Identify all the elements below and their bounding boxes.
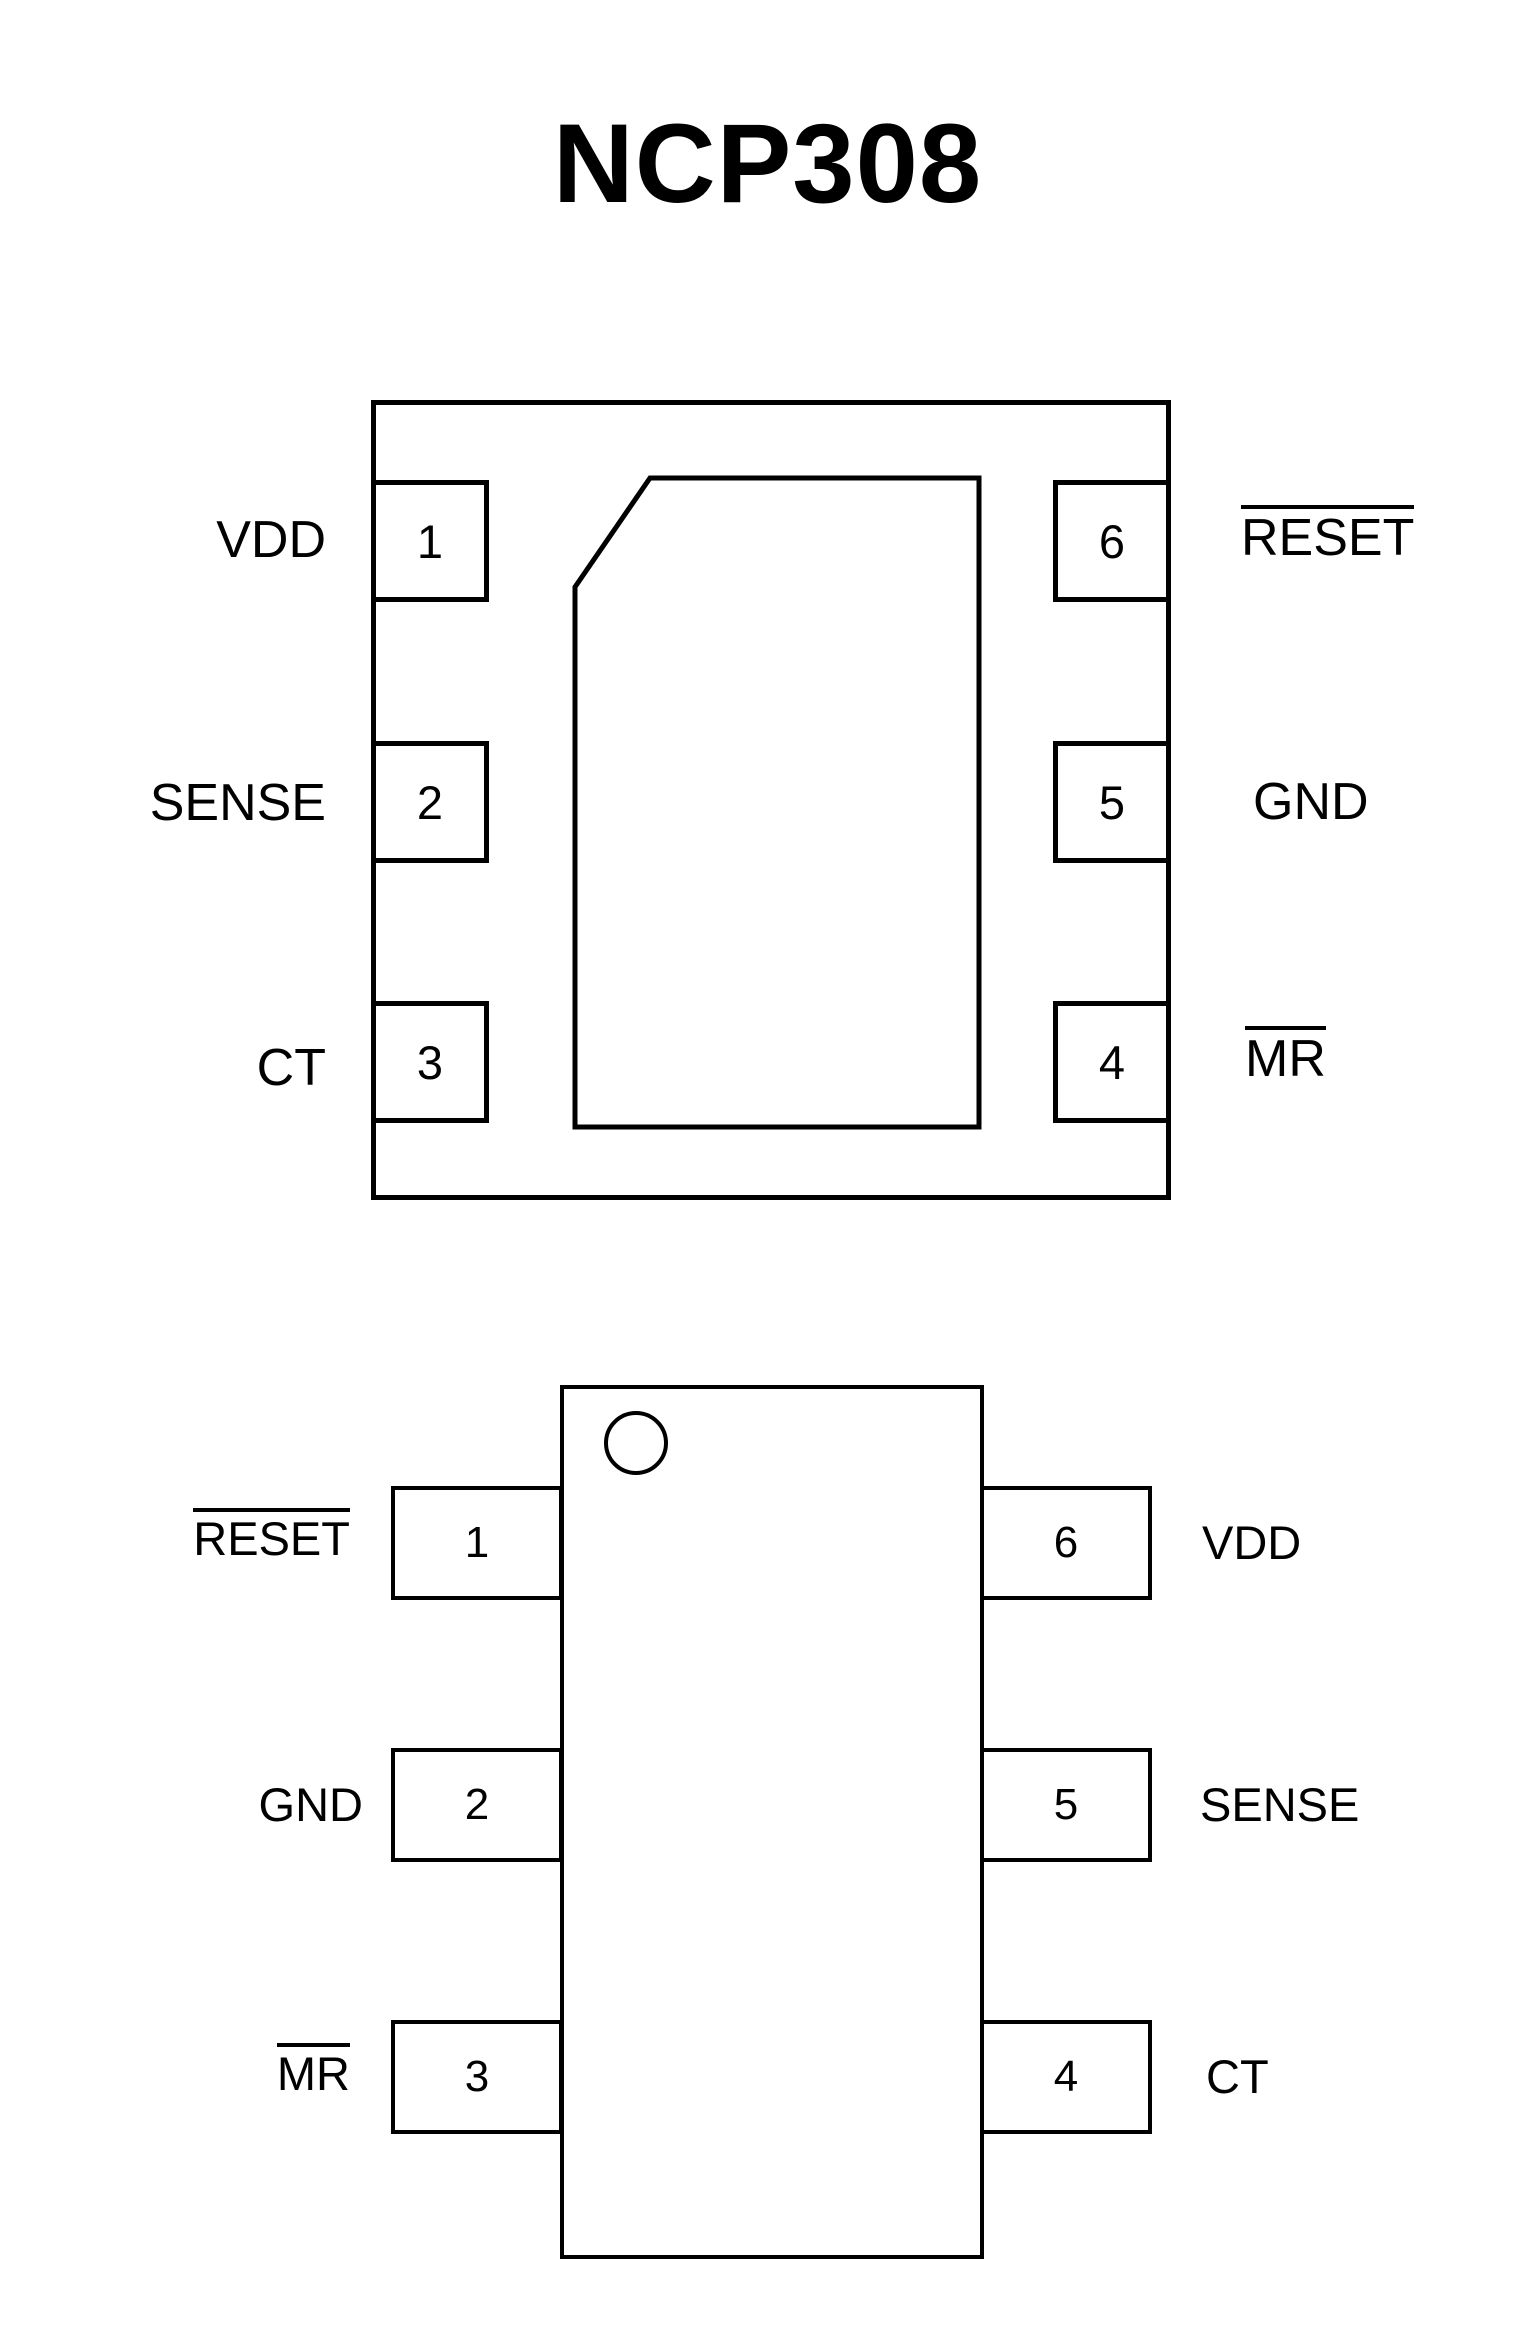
dfn-label-reset: RESET xyxy=(1241,505,1415,566)
dfn-label-vdd: VDD xyxy=(216,511,326,569)
sot-pin-5-number: 5 xyxy=(1053,1780,1079,1829)
sot-pin1-indicator-circle xyxy=(604,1411,668,1475)
dfn-pin-6-box: 6 xyxy=(1053,480,1171,602)
dfn-pin-6-number: 6 xyxy=(1098,514,1126,568)
sot-pin-1-number: 1 xyxy=(464,1518,490,1567)
dfn-pin-3-number: 3 xyxy=(416,1035,444,1089)
dfn-label-gnd: GND xyxy=(1253,773,1369,831)
sot-label-reset-text: RESET xyxy=(193,1508,350,1563)
dfn-pin-4-number: 4 xyxy=(1098,1035,1126,1089)
dfn-pin-2-number: 2 xyxy=(416,775,444,829)
sot-label-reset: RESET xyxy=(100,1508,350,1565)
sot-label-ct: CT xyxy=(1206,2050,1269,2103)
dfn-label-mr: MR xyxy=(1245,1026,1326,1087)
dfn-pin-1-number: 1 xyxy=(416,514,444,568)
sot-label-vdd: VDD xyxy=(1202,1516,1302,1569)
sot-pin-6-number: 6 xyxy=(1053,1518,1079,1567)
dfn-pin-1-box: 1 xyxy=(371,480,489,602)
sot-pin-6-box: 6 xyxy=(980,1486,1152,1600)
sot-label-mr-text: MR xyxy=(276,2043,350,2098)
dfn-pin-2-box: 2 xyxy=(371,741,489,863)
dfn-label-reset-text: RESET xyxy=(1241,505,1415,565)
sot-label-gnd: GND xyxy=(258,1778,363,1831)
sot-label-mr: MR xyxy=(100,2043,350,2100)
dfn-pin-5-number: 5 xyxy=(1098,775,1126,829)
sot-pin-3-number: 3 xyxy=(464,2052,490,2101)
sot-pin-4-number: 4 xyxy=(1053,2052,1079,2101)
sot-label-sense: SENSE xyxy=(1200,1778,1360,1831)
sot-pin-1-box: 1 xyxy=(391,1486,563,1600)
dfn-label-mr-text: MR xyxy=(1245,1026,1326,1086)
page-title: NCP308 xyxy=(552,101,983,226)
dfn-label-ct: CT xyxy=(256,1039,326,1097)
dfn-die-outline xyxy=(572,475,982,1130)
sot-pin-2-number: 2 xyxy=(464,1780,490,1829)
sot-pin-5-box: 5 xyxy=(980,1748,1152,1862)
dfn-pin-3-box: 3 xyxy=(371,1001,489,1123)
dfn-pin-4-box: 4 xyxy=(1053,1001,1171,1123)
sot-package-body xyxy=(560,1385,984,2259)
sot-pin-4-box: 4 xyxy=(980,2020,1152,2134)
sot-pin-3-box: 3 xyxy=(391,2020,563,2134)
dfn-label-sense: SENSE xyxy=(149,774,326,832)
sot-pin-2-box: 2 xyxy=(391,1748,563,1862)
dfn-pin-5-box: 5 xyxy=(1053,741,1171,863)
